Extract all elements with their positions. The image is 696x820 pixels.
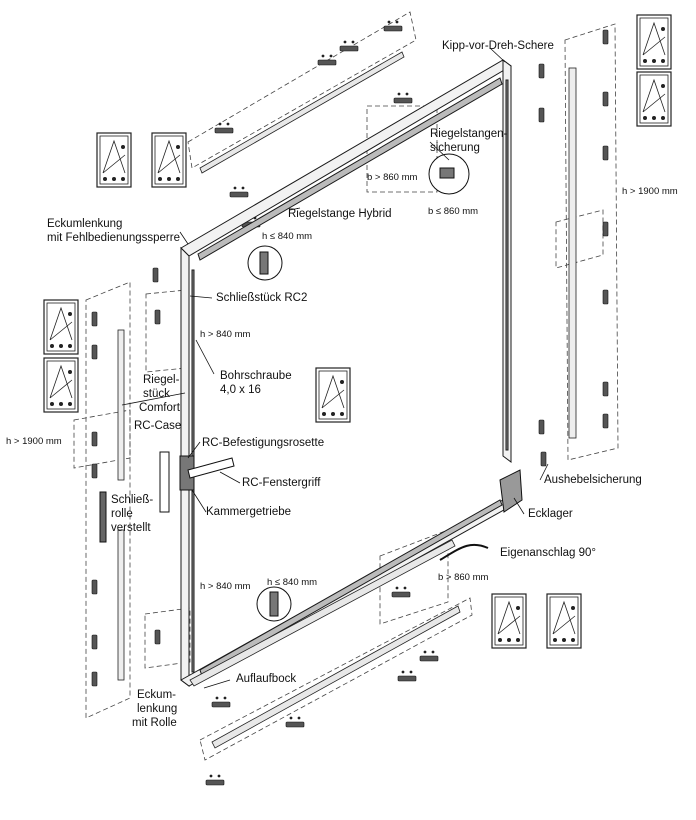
label-b-le-860: b ≤ 860 mm [428, 206, 479, 217]
right-exploded-rail [538, 29, 609, 467]
left-exploded-rails [91, 267, 170, 687]
label-bohrschraube-1: Bohrschraube [220, 370, 292, 382]
window-frame [180, 59, 512, 687]
label-schliessstueck-rc2: Schließstück RC2 [216, 292, 308, 304]
label-riegelstangensicherung-2: sicherung [430, 142, 480, 154]
label-riegelstange-hybrid: Riegelstange Hybrid [288, 208, 392, 220]
label-h-le-840-top: h ≤ 840 mm [262, 231, 313, 242]
label-b-gt-860-bottom: b > 860 mm [438, 572, 489, 583]
label-riegelstangensicherung-1: Riegelstangen- [430, 128, 508, 140]
label-schliessrolle-1: Schließ- [111, 494, 154, 506]
top-exploded-rail [199, 20, 413, 228]
label-riegelstueck-2: stück [143, 388, 170, 400]
label-rc-befestigungsrosette: RC-Befestigungsrosette [202, 437, 325, 449]
label-h-gt-1900-right: h > 1900 mm [622, 186, 678, 197]
label-eckumlenkung-rolle-2: lenkung [137, 703, 178, 715]
label-h-gt-840-lower: h > 840 mm [200, 581, 251, 592]
label-eckumlenkung-1: Eckumlenkung [47, 218, 123, 230]
label-eckumlenkung-rolle-1: Eckum- [137, 689, 176, 701]
label-schliessrolle-3: verstellt [111, 522, 151, 534]
label-auflaufbock: Auflaufbock [236, 673, 297, 685]
window-handle [179, 455, 235, 491]
label-rc-case: RC-Case [134, 420, 182, 432]
label-schliessrolle-2: rolle [111, 508, 133, 520]
label-riegelstueck-1: Riegel- [143, 374, 180, 386]
label-h-gt-1900-left: h > 1900 mm [6, 436, 62, 447]
leader-lines [121, 47, 549, 689]
dashed-panels [73, 11, 619, 761]
label-eckumlenkung-rolle-3: mit Rolle [132, 717, 177, 729]
label-bohrschraube-2: 4,0 x 16 [220, 384, 261, 396]
detail-magnifiers [247, 153, 470, 622]
label-rc-fenstergriff: RC-Fenstergriff [242, 477, 321, 489]
label-kammergetriebe: Kammergetriebe [206, 506, 292, 518]
label-h-gt-840-upper: h > 840 mm [200, 329, 251, 340]
label-aushebelsicherung: Aushebelsicherung [544, 474, 642, 486]
label-eigenanschlag: Eigenanschlag 90° [500, 547, 597, 559]
label-eckumlenkung-2: mit Fehlbedienungssperre [47, 232, 180, 244]
label-b-gt-860-top: b > 860 mm [367, 172, 418, 183]
label-riegelstueck-3: Comfort [139, 402, 180, 414]
label-ecklager: Ecklager [528, 508, 573, 520]
label-kipp-vor-dreh-schere: Kipp-vor-Dreh-Schere [442, 40, 554, 52]
label-h-le-840-lower: h ≤ 840 mm [267, 577, 318, 588]
bottom-exploded-rails [189, 539, 461, 786]
